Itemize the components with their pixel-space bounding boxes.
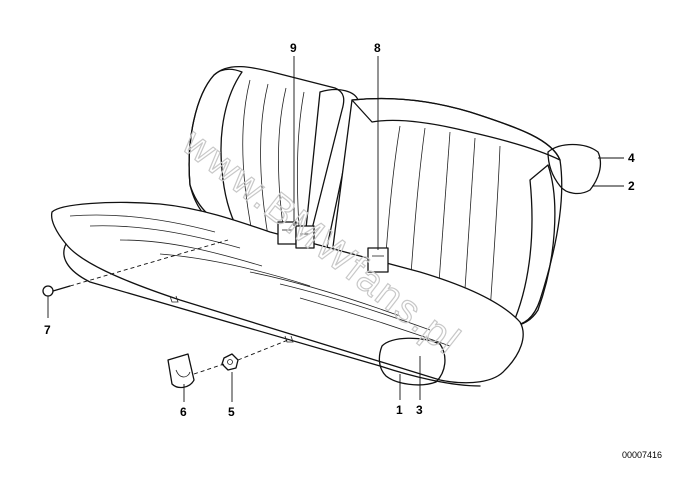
- leader-lines: [47, 56, 624, 402]
- clip-part-6: [167, 353, 195, 389]
- callout-8: 8: [374, 41, 381, 55]
- callout-3: 3: [416, 403, 423, 417]
- nut-part-5: [221, 353, 239, 371]
- callout-4: 4: [628, 151, 635, 165]
- callout-5: 5: [228, 405, 235, 419]
- belt-buckle-center: [277, 221, 315, 249]
- callout-2: 2: [628, 179, 635, 193]
- screw-part-7: [42, 285, 71, 297]
- callout-9: 9: [290, 41, 297, 55]
- callout-labels: 9 8 4 2 7 1 3 5 6: [44, 41, 635, 419]
- callout-1: 1: [396, 403, 403, 417]
- document-number: 00007416: [622, 450, 662, 460]
- callout-6: 6: [180, 405, 187, 419]
- seat-cushion: [50, 201, 524, 387]
- callout-7: 7: [44, 323, 51, 337]
